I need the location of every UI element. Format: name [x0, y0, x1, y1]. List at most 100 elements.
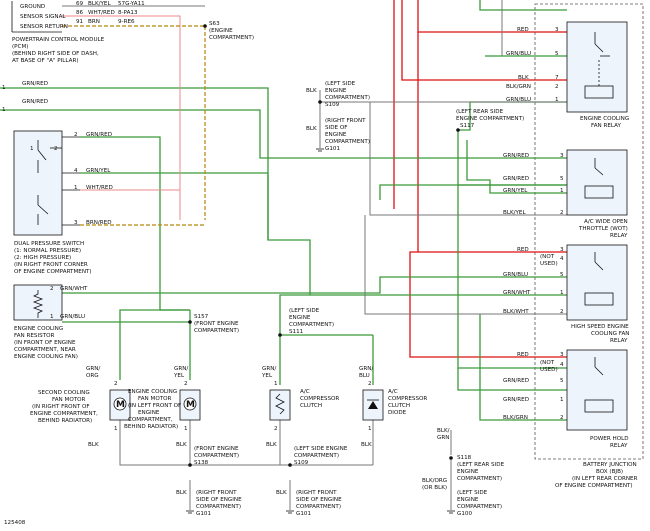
- svg-text:A/C: A/C: [388, 389, 398, 395]
- svg-text:SIDE OF ENGINE: SIDE OF ENGINE: [196, 497, 242, 503]
- red-wires: [393, 0, 567, 358]
- splice-s157: S157 (FRONT ENGINE COMPARTMENT): [194, 314, 239, 334]
- svg-text:1: 1: [50, 314, 54, 320]
- svg-text:BLK: BLK: [176, 442, 187, 448]
- svg-text:(IN LEFT REAR CORNER: (IN LEFT REAR CORNER: [572, 476, 638, 482]
- svg-text:4: 4: [74, 168, 78, 174]
- svg-text:1: 1: [114, 426, 118, 432]
- svg-text:COMPARTMENT, NEAR: COMPARTMENT, NEAR: [14, 347, 76, 353]
- svg-text:(RIGHT FRONT: (RIGHT FRONT: [325, 118, 366, 124]
- svg-text:2: 2: [114, 381, 118, 387]
- svg-text:OF ENGINE COMPARTMENT): OF ENGINE COMPARTMENT): [555, 483, 633, 489]
- svg-text:(NOT: (NOT: [540, 360, 555, 366]
- second-cooling-fan-motor: GRN/ ORG 2 M 1 BLK SECOND COOLING FAN MO…: [30, 366, 131, 448]
- svg-text:(2: HIGH PRESSURE): (2: HIGH PRESSURE): [14, 255, 71, 261]
- svg-text:YEL: YEL: [261, 373, 273, 379]
- svg-text:GRN/RED: GRN/RED: [503, 378, 529, 384]
- svg-text:2: 2: [184, 381, 188, 387]
- svg-text:3: 3: [560, 352, 564, 358]
- svg-text:3: 3: [560, 247, 564, 253]
- svg-text:A/C: A/C: [300, 389, 310, 395]
- svg-text:(IN RIGHT FRONT CORNER: (IN RIGHT FRONT CORNER: [14, 262, 88, 268]
- svg-text:GRN/RED: GRN/RED: [22, 99, 48, 105]
- svg-text:2: 2: [74, 132, 78, 138]
- svg-text:S109: S109: [294, 460, 309, 466]
- svg-text:FAN MOTOR: FAN MOTOR: [52, 397, 86, 403]
- pcm-row-1-wire: WHT/RED: [88, 10, 115, 16]
- svg-text:FAN MOTOR: FAN MOTOR: [138, 396, 172, 402]
- svg-text:GRN/RED: GRN/RED: [503, 153, 529, 159]
- svg-text:BEHIND RADIATOR): BEHIND RADIATOR): [124, 424, 178, 430]
- pcm-title-3: AT BASE OF "A" PILLAR): [12, 58, 79, 64]
- green-wires: [0, 0, 567, 421]
- svg-text:RED: RED: [517, 27, 529, 33]
- svg-text:BATTERY JUNCTION: BATTERY JUNCTION: [583, 462, 637, 468]
- svg-text:CLUTCH: CLUTCH: [388, 403, 410, 409]
- ground-g100: BLK/ORG (OR BLK) (LEFT SIDE ENGINE COMPA…: [422, 478, 502, 517]
- svg-text:BEHIND RADIATOR): BEHIND RADIATOR): [38, 418, 92, 424]
- svg-text:COMPARTMENT): COMPARTMENT): [325, 95, 370, 101]
- svg-text:G101: G101: [325, 146, 340, 152]
- svg-text:G101: G101: [196, 511, 211, 517]
- relay-ac-wot: 3 GRN/RED 5 GRN/RED 1 GRN/YEL 2 BLK/YEL …: [503, 149, 628, 239]
- svg-text:BLK/: BLK/: [437, 428, 450, 434]
- ground-s109-g101: BLK (LEFT SIDE ENGINE COMPARTMENT) S109 …: [306, 81, 370, 152]
- pcm-row-0-circuit: 57G-YA11: [118, 1, 145, 7]
- pcm-title-0: POWERTRAIN CONTROL MODULE: [12, 37, 105, 43]
- svg-text:(NOT: (NOT: [540, 254, 555, 260]
- svg-text:ORG: ORG: [86, 373, 99, 379]
- svg-text:G100: G100: [457, 511, 472, 517]
- svg-text:COMPARTMENT): COMPARTMENT): [289, 322, 334, 328]
- svg-text:A/C WIDE OPEN: A/C WIDE OPEN: [584, 219, 628, 225]
- svg-text:5: 5: [560, 176, 564, 182]
- splice-s138: (FRONT ENGINE COMPARTMENT) S138: [194, 446, 239, 466]
- splice-s118: BLK/ GRN S118 (LEFT REAR SIDE ENGINE COM…: [437, 428, 505, 482]
- svg-text:BOX (BJB): BOX (BJB): [596, 469, 623, 475]
- svg-text:YEL: YEL: [173, 373, 185, 379]
- svg-text:(LEFT SIDE: (LEFT SIDE: [457, 490, 488, 496]
- pcm-block: GROUND 69 BLK/YEL 57G-YA11 SENSOR SIGNAL…: [11, 1, 145, 64]
- fan-resistor: 2 GRN/WHT 1 GRN/BLU ENGINE COOLING FAN R…: [13, 284, 88, 360]
- svg-text:GRN/RED: GRN/RED: [86, 132, 112, 138]
- svg-text:RELAY: RELAY: [610, 338, 628, 344]
- svg-text:1: 1: [74, 185, 78, 191]
- svg-text:2: 2: [274, 426, 278, 432]
- svg-text:S118: S118: [457, 455, 472, 461]
- svg-text:M: M: [186, 400, 195, 410]
- svg-text:S117: S117: [460, 123, 475, 129]
- svg-text:5: 5: [560, 378, 564, 384]
- svg-text:ENGINE COOLING: ENGINE COOLING: [580, 116, 629, 122]
- splice-s109-lower: (LEFT SIDE ENGINE COMPARTMENT) S109: [294, 446, 348, 466]
- svg-text:COMPARTMENT,: COMPARTMENT,: [128, 417, 173, 423]
- svg-text:BLK/ORG: BLK/ORG: [422, 478, 447, 484]
- svg-text:1: 1: [368, 426, 372, 432]
- svg-text:ENGINE: ENGINE: [325, 132, 347, 138]
- svg-text:BLK: BLK: [518, 75, 529, 81]
- svg-text:FAN RELAY: FAN RELAY: [591, 123, 622, 129]
- svg-text:5: 5: [555, 51, 559, 57]
- svg-text:(RIGHT FRONT: (RIGHT FRONT: [296, 490, 337, 496]
- figure-id: 125408: [4, 520, 26, 526]
- svg-text:ENGINE COMPARTMENT,: ENGINE COMPARTMENT,: [30, 411, 98, 417]
- svg-text:FAN RESISTOR: FAN RESISTOR: [14, 333, 54, 339]
- relay-engine-cooling-fan: 3 RED 5 GRN/BLU 7 BLK 2 BLK/GRN 1 GRN/BL…: [506, 21, 629, 129]
- svg-text:2: 2: [555, 84, 559, 90]
- pcm-row-0-pin: 69: [76, 1, 84, 7]
- svg-text:(RIGHT FRONT: (RIGHT FRONT: [196, 490, 237, 496]
- svg-text:(FRONT ENGINE: (FRONT ENGINE: [194, 321, 239, 327]
- pcm-row-1-circuit: 8-PA13: [118, 10, 138, 16]
- svg-text:3: 3: [555, 27, 559, 33]
- svg-text:2: 2: [368, 381, 372, 387]
- svg-text:GRN/RED: GRN/RED: [22, 81, 48, 87]
- svg-text:COMPARTMENT): COMPARTMENT): [296, 504, 341, 510]
- svg-text:2: 2: [50, 286, 54, 292]
- svg-text:2: 2: [560, 415, 564, 421]
- svg-text:2: 2: [560, 309, 564, 315]
- svg-text:BLK: BLK: [306, 126, 317, 132]
- svg-text:BLK/WHT: BLK/WHT: [503, 309, 529, 315]
- svg-text:HIGH SPEED ENGINE: HIGH SPEED ENGINE: [571, 324, 629, 330]
- svg-text:(LEFT SIDE: (LEFT SIDE: [289, 308, 320, 314]
- svg-text:ENGINE: ENGINE: [325, 88, 347, 94]
- svg-text:5: 5: [560, 272, 564, 278]
- svg-text:GRN/BLU: GRN/BLU: [60, 314, 85, 320]
